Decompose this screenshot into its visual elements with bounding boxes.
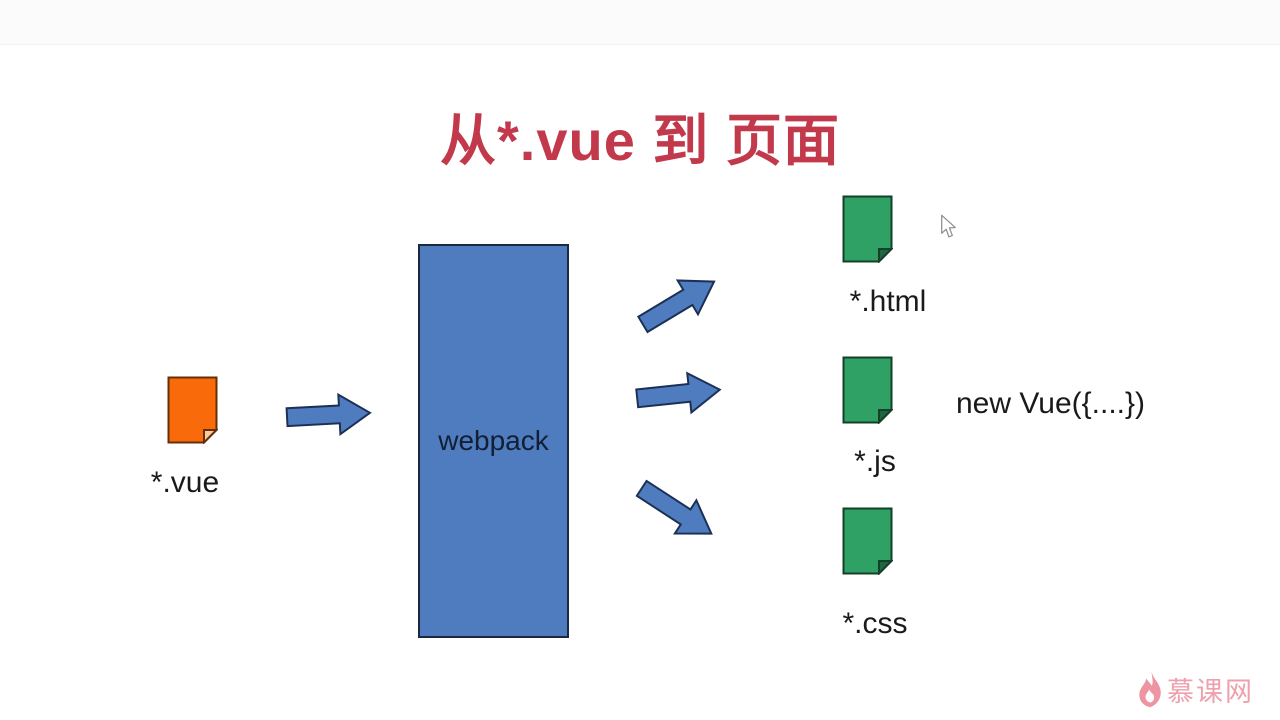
flame-icon — [1138, 671, 1163, 708]
webpack-box: webpack — [418, 244, 569, 638]
arrow-webpack-to-css-icon — [629, 469, 724, 552]
css-file-label: *.css — [842, 607, 908, 640]
watermark-text: 慕课网 — [1167, 677, 1254, 707]
imooc-watermark: 慕课网 — [1138, 670, 1254, 709]
arrow-webpack-to-js-icon — [634, 368, 723, 421]
html-file-label: *.html — [849, 285, 927, 318]
top-strip — [0, 0, 1280, 45]
mouse-pointer-icon — [939, 214, 957, 240]
arrow-webpack-to-html-icon — [631, 262, 727, 343]
page-title: 从*.vue 到 页面 — [440, 109, 840, 172]
css-file-icon — [842, 507, 893, 575]
js-file-icon — [842, 356, 893, 424]
arrow-vue-to-webpack-icon — [285, 391, 372, 439]
html-file-icon — [842, 195, 893, 263]
vue-file-label: *.vue — [150, 466, 220, 499]
js-file-label: *.js — [854, 445, 896, 478]
new-vue-note: new Vue({....}) — [956, 387, 1145, 420]
vue-file-icon — [167, 376, 218, 444]
webpack-label: webpack — [438, 425, 549, 456]
